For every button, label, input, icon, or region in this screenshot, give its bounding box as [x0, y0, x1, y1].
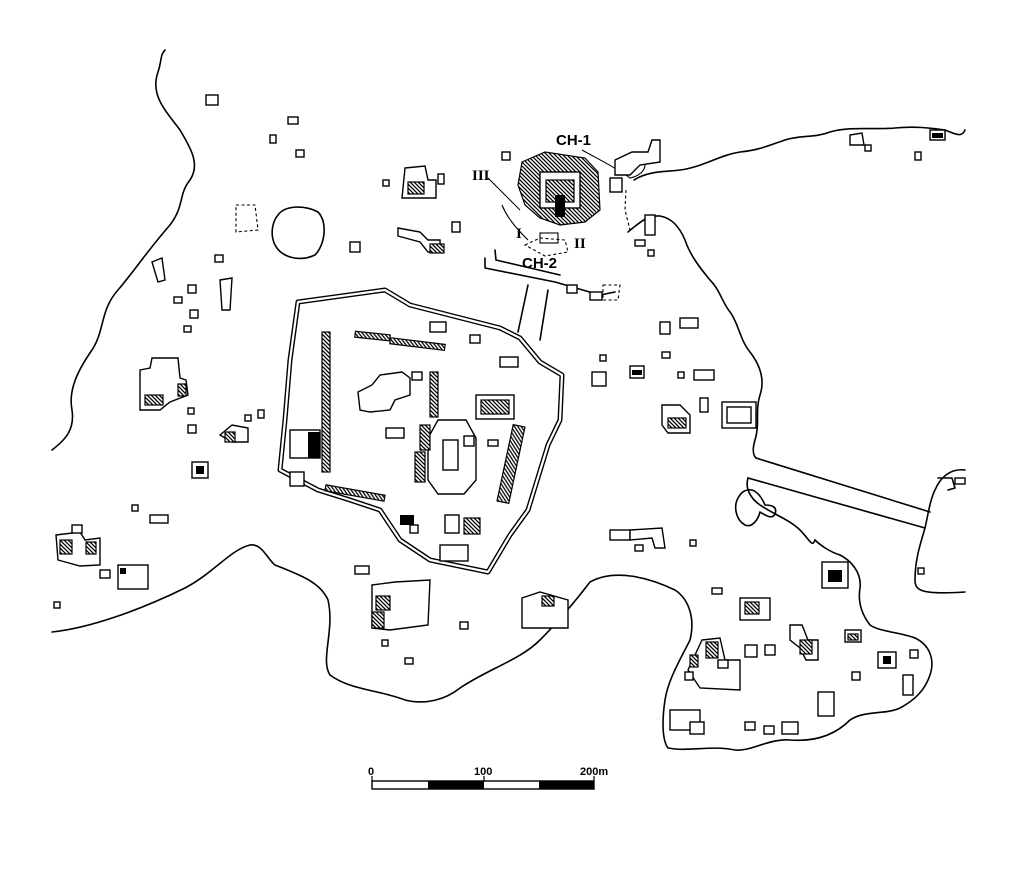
scale-label-0: 0 — [368, 766, 374, 778]
label-roman-i: I — [516, 226, 522, 242]
enclosure-structures — [289, 321, 526, 562]
scale-bar: 0 100 200m — [368, 766, 608, 790]
contour-east-lower — [914, 468, 966, 594]
contour-west-upper — [51, 49, 196, 451]
scale-segment-dark-2 — [539, 781, 594, 789]
causeway-east — [747, 457, 931, 529]
contour-inner-east — [746, 477, 816, 545]
outer-structures — [53, 94, 966, 735]
contour-west-lower — [51, 539, 933, 751]
reservoir-loop — [734, 489, 777, 527]
ch1-group — [487, 149, 646, 301]
terrain-contours — [51, 49, 966, 751]
site-labels: CH-1 CH-2 III I II — [472, 132, 591, 272]
contour-east-north — [633, 126, 966, 181]
long-mound-west — [321, 331, 331, 473]
scale-label-100: 100 — [474, 766, 492, 778]
label-ch1: CH-1 — [556, 132, 591, 149]
scale-label-200m: 200m — [580, 766, 608, 778]
label-roman-ii: II — [574, 236, 586, 252]
contour-east-middle — [627, 215, 763, 459]
scale-segment-dark-1 — [428, 781, 484, 789]
label-ch2: CH-2 — [522, 255, 557, 272]
label-roman-iii: III — [472, 168, 490, 184]
